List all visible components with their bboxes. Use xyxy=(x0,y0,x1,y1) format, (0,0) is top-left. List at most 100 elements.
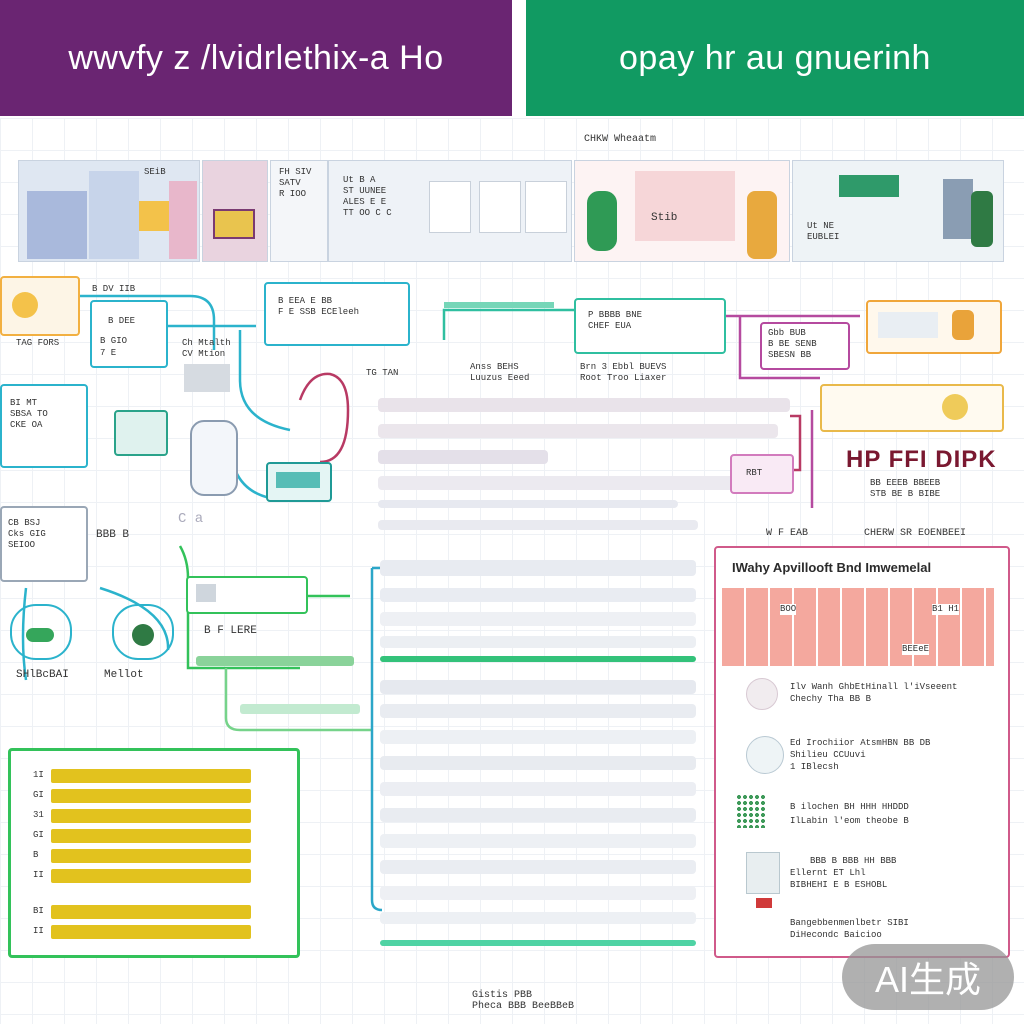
thumbnail-1-label: SEiB xyxy=(144,167,166,177)
thumbnail-5-label: Stib xyxy=(651,212,678,224)
list-bar-4 xyxy=(380,636,696,648)
ai-generated-badge: AI生成 xyxy=(842,944,1014,1010)
list-bar-6 xyxy=(380,704,696,718)
heat-grid: BOO B1 H1 BEEeE xyxy=(722,588,994,666)
node-green-bar xyxy=(196,656,354,666)
node-mid-label-bbb: BBB B xyxy=(96,529,130,541)
node-mid-label: TG TAN xyxy=(366,368,399,378)
list-bar-8 xyxy=(380,756,696,770)
node-right-pink: RBT xyxy=(730,454,794,494)
list-bar-14 xyxy=(380,912,696,924)
heat-label-3: BEEeE xyxy=(902,644,930,655)
yellow-row-label: BI xyxy=(33,906,44,916)
thumbnail-1: SEiB xyxy=(18,160,200,262)
content-bar-3 xyxy=(378,450,548,464)
content-bar-1 xyxy=(378,398,790,412)
list-bar-7 xyxy=(380,730,696,744)
yellow-row-label: B xyxy=(33,850,39,860)
list-bar-12 xyxy=(380,860,696,874)
item-icon-2 xyxy=(746,736,784,774)
yellow-row-label: GI xyxy=(33,830,44,840)
yellow-row-label: 1I xyxy=(33,770,44,780)
node-green-bar-2 xyxy=(240,704,360,714)
node-orange-thumb xyxy=(0,276,80,336)
panel-item-2: Ed Irochiior AtsmHBN BB DB Shilieu CCUuv… xyxy=(746,734,996,784)
yellow-row-bar xyxy=(51,905,251,919)
panel-item-1: Ilv Wanh GhbEtHinall l'iVseeent Chechy T… xyxy=(746,676,996,716)
list-bar-9 xyxy=(380,782,696,796)
yellow-row-bar xyxy=(51,869,251,883)
info-panel-title: IWahy Apvillooft Bnd Imwemelal xyxy=(732,560,932,575)
panel-item-5: Bangebbenmenlbetr SIBI DiHecondc Baicioo xyxy=(790,918,909,940)
yellow-row-bar xyxy=(51,809,251,823)
yellow-row-label: GI xyxy=(33,790,44,800)
list-bar-10 xyxy=(380,808,696,822)
heat-label-2: B1 H1 xyxy=(932,604,960,615)
list-bar-11 xyxy=(380,834,696,848)
yellow-row-bar xyxy=(51,925,251,939)
content-bar-6 xyxy=(378,520,698,530)
left-header-banner: wwvfy z /lvidrlethix-a Ho xyxy=(0,0,512,116)
node-label-3: SHlBcBAI xyxy=(16,669,69,681)
right-header-banner: opay hr au gnuerinh xyxy=(526,0,1024,116)
thumbnail-2 xyxy=(202,160,268,262)
yellow-row-label: 31 xyxy=(33,810,44,820)
right-heading-bold: HP FFI DIPK xyxy=(846,446,997,473)
list-bar-5 xyxy=(380,680,696,694)
yellow-row-bar xyxy=(51,789,251,803)
item-icon-3 xyxy=(736,794,766,828)
node-teal-square xyxy=(114,410,168,456)
list-bar-accent-1 xyxy=(380,656,696,662)
panel-item-4: BBB B BBB HH BBB Ellernt ET Lhl BIBHEHI … xyxy=(746,852,996,908)
node-grey-block xyxy=(184,364,230,392)
item-icon-4 xyxy=(746,852,780,894)
node-right-yellow xyxy=(820,384,1004,432)
node-right-orange xyxy=(866,300,1002,354)
right-header-title: opay hr au gnuerinh xyxy=(619,38,931,77)
node-green-1 xyxy=(186,576,308,614)
item-icon-1 xyxy=(746,678,778,710)
list-bar-13 xyxy=(380,886,696,900)
info-panel: IWahy Apvillooft Bnd Imwemelal BOO B1 H1… xyxy=(714,546,1010,958)
top-label: CHKW Wheaatm xyxy=(584,134,657,145)
node-label-1: B DV IIB xyxy=(92,284,136,294)
yellow-row-bar xyxy=(51,769,251,783)
content-bar-4 xyxy=(378,476,758,490)
content-bar-5 xyxy=(378,500,678,508)
node-green-caption: B F LERE xyxy=(204,625,257,637)
node-plant-icon xyxy=(112,604,174,660)
content-bar-2 xyxy=(378,424,778,438)
node-eco-icon xyxy=(10,604,72,660)
yellow-row-label: II xyxy=(33,870,44,880)
right-caption-2: CHERW SR EOENBEEI xyxy=(864,528,967,539)
list-bar-accent-2 xyxy=(380,940,696,946)
list-bar-2 xyxy=(380,588,696,602)
yellow-row-bar xyxy=(51,849,251,863)
node-teal-screen xyxy=(266,462,332,502)
node-left-1: B DEE B GIO 7 E xyxy=(90,300,168,368)
right-caption-1: W F EAB xyxy=(766,528,809,539)
panel-item-3: B ilochen BH HHH HHDDD IlLabin l'eom the… xyxy=(736,794,1006,834)
node-label-2: TAG FORS xyxy=(16,338,60,348)
node-mid-green-frame xyxy=(444,302,554,308)
thumbnail-5: Stib xyxy=(574,160,790,262)
heat-label-1: BOO xyxy=(780,604,797,615)
yellow-row-bar xyxy=(51,829,251,843)
node-mid-label-ca: C a xyxy=(178,511,204,527)
